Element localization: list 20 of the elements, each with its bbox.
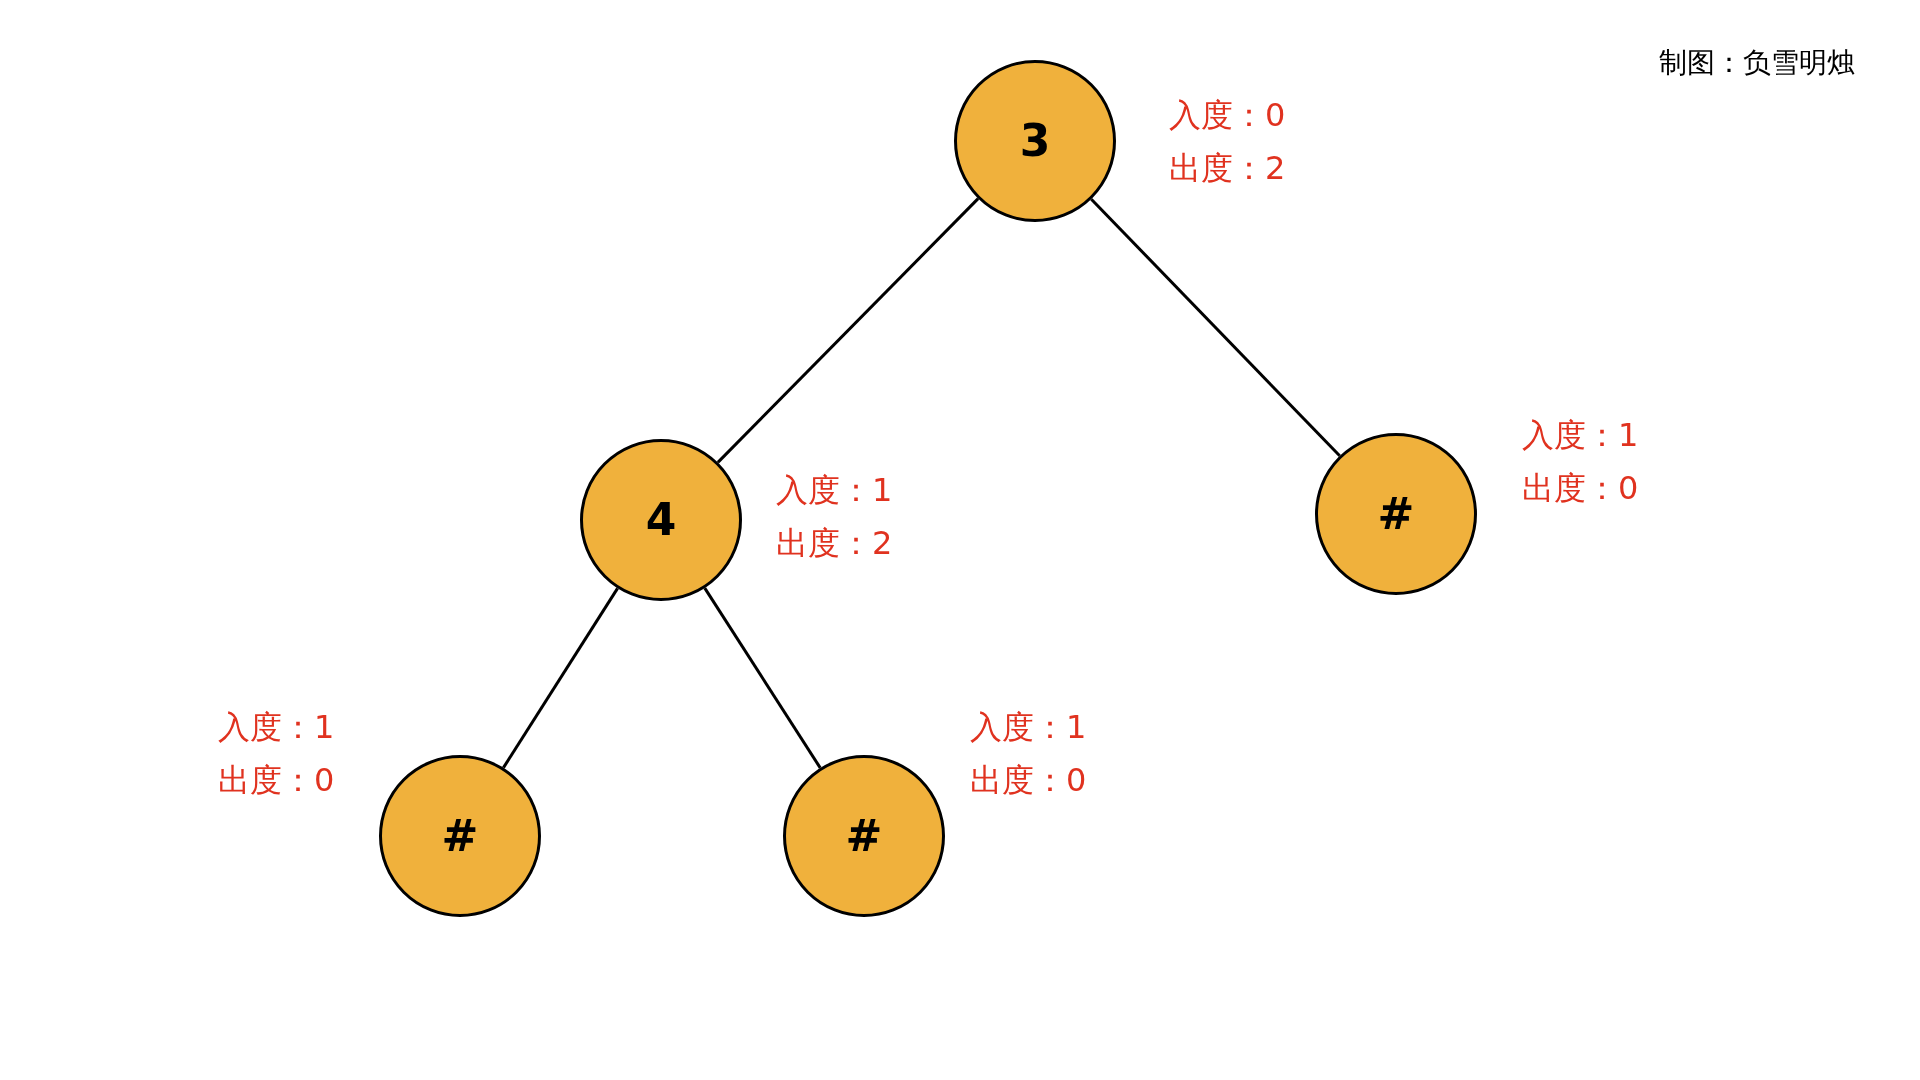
degree-annotation: 出度：0	[1522, 468, 1639, 508]
connector-line	[716, 197, 980, 464]
degree-annotation: 出度：0	[218, 760, 335, 800]
node-value: #	[845, 814, 883, 858]
degree-annotation: 出度：0	[970, 760, 1087, 800]
degree-annotation: 入度：1	[776, 470, 893, 510]
credit-text: 制图：负雪明烛	[1659, 45, 1855, 81]
node-value: #	[441, 814, 479, 858]
node-value: 4	[645, 498, 677, 542]
degree-annotation: 入度：1	[970, 707, 1087, 747]
degree-annotation: 出度：2	[776, 523, 893, 563]
degree-annotation: 出度：2	[1169, 148, 1286, 188]
node-value: 3	[1019, 119, 1051, 163]
degree-annotation: 入度：1	[1522, 415, 1639, 455]
degree-annotation: 入度：0	[1169, 95, 1286, 135]
degree-annotation: 入度：1	[218, 707, 335, 747]
connector-line	[703, 587, 822, 769]
node-value: #	[1377, 492, 1415, 536]
connector-line	[502, 587, 619, 769]
connector-line	[1090, 198, 1341, 457]
